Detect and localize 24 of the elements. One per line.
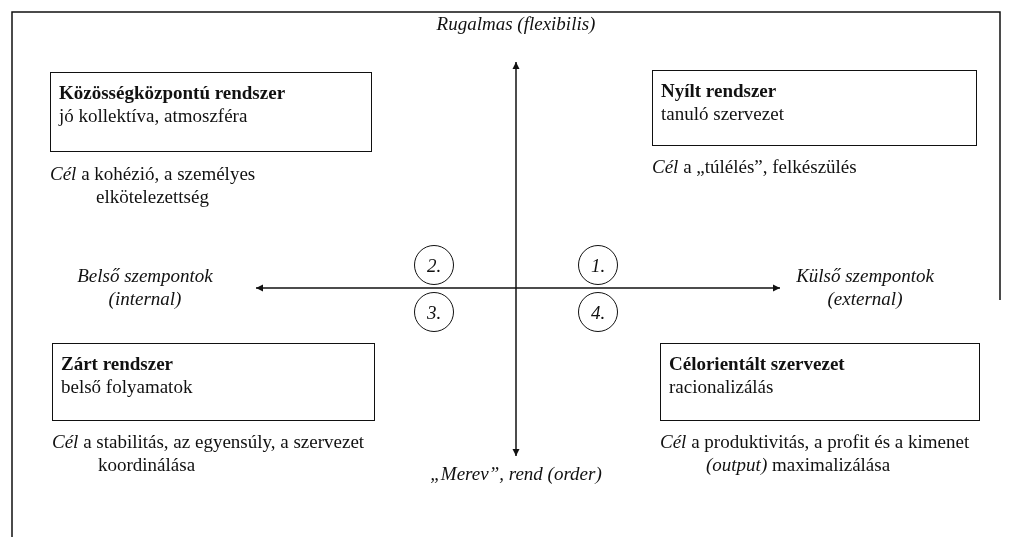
box-subtitle: belső folyamatok (61, 375, 194, 398)
axis-label: Külső szempontok (external) (770, 264, 960, 312)
box-heading: Célorientált szervezet (669, 352, 846, 375)
goal-text: Cél a produktivitás, a profit és a kimenet (output) maximalizálása (660, 430, 971, 476)
axis-arrow (512, 287, 520, 457)
axis-label: Belső szempontok (internal) (40, 264, 250, 312)
axis-label: Rugalmas (flexibilis) (396, 12, 636, 38)
concept-box (660, 343, 980, 421)
axis-arrow (512, 61, 520, 289)
concept-box (652, 70, 977, 146)
goal-text: Cél a stabilitás, az egyensúly, a szervezet koordinálása (52, 430, 366, 476)
box-subtitle: racionalizálás (669, 375, 775, 398)
axis-arrow (515, 284, 781, 292)
axis-arrow (255, 284, 517, 292)
axis-label: „Merev”, rend (order) (396, 462, 636, 488)
goal-text: Cél a „túlélés”, felkészülés (652, 155, 858, 178)
box-subtitle: tanuló szervezet (661, 102, 785, 125)
box-heading: Zárt rendszer (61, 352, 175, 375)
box-heading: Nyílt rendszer (661, 79, 778, 102)
box-subtitle: jó kollektíva, atmoszféra (59, 104, 249, 127)
concept-box (50, 72, 372, 152)
box-heading: Közösségközpontú rendszer (59, 81, 287, 104)
concept-box (52, 343, 375, 421)
goal-text: Cél a kohézió, a személyes elkötelezettség (50, 162, 257, 208)
